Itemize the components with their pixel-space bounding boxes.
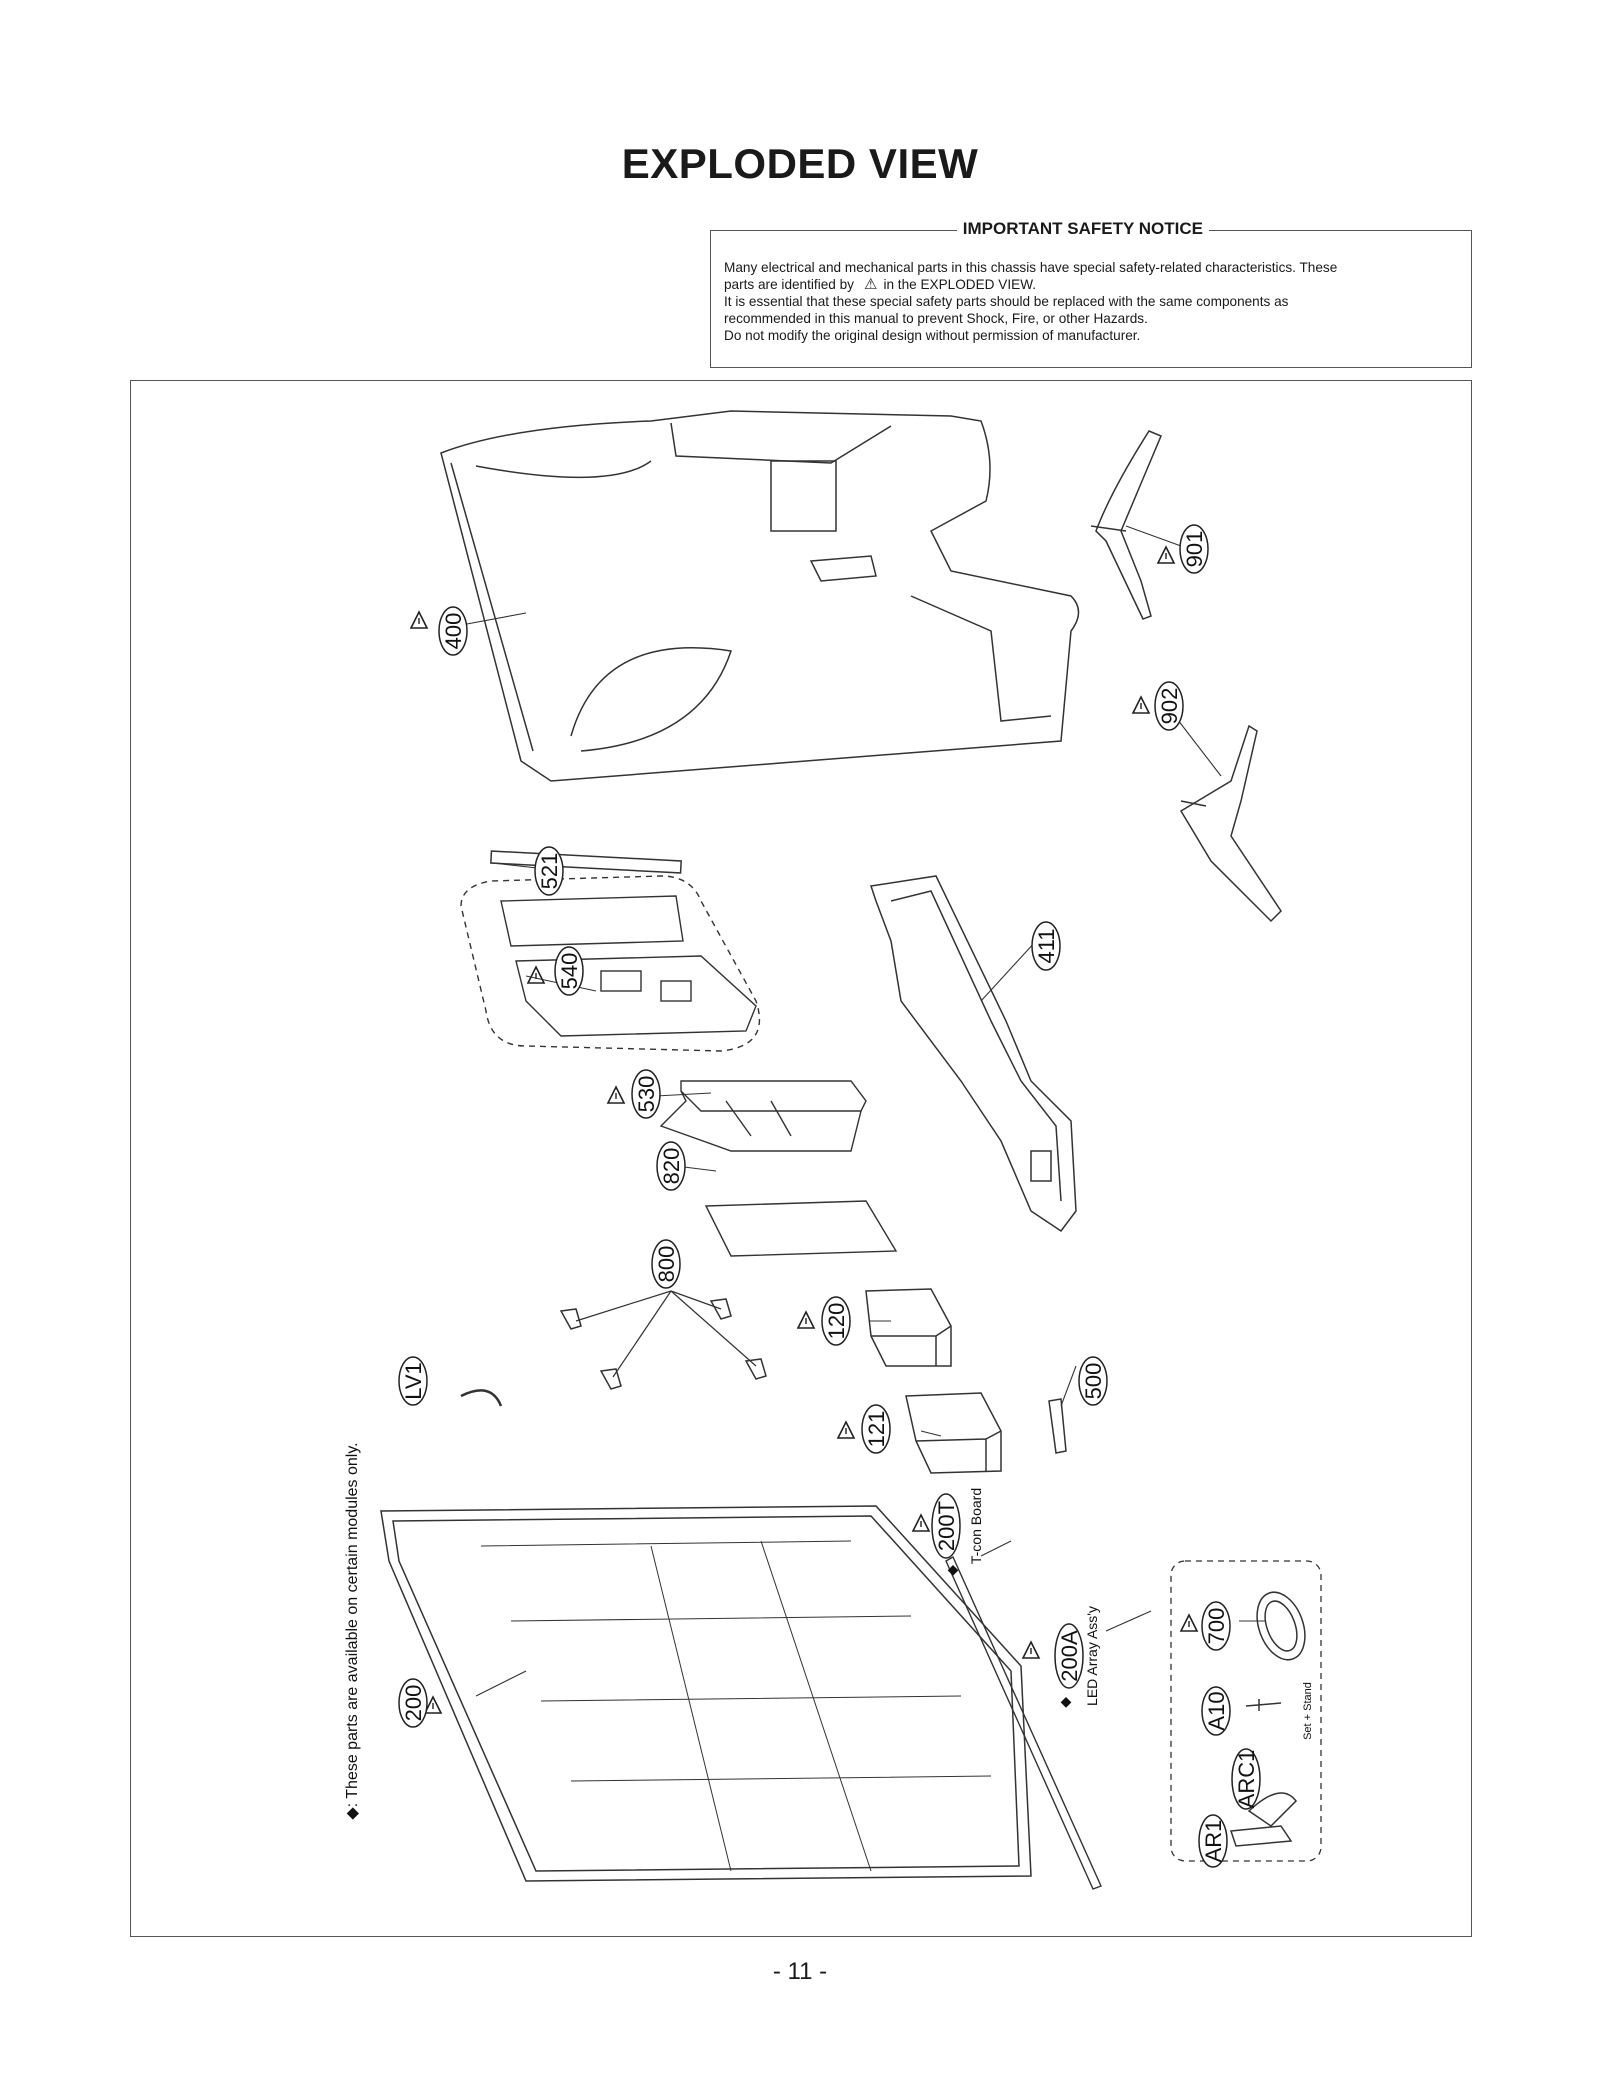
stand-part-902-drawing [1179, 724, 1282, 923]
svg-text:530: 530 [634, 1076, 659, 1113]
safety-warning-icon [410, 611, 428, 629]
part-label-800: 800 [651, 1239, 681, 1289]
safety-notice-box: IMPORTANT SAFETY NOTICE Many electrical … [710, 219, 1472, 368]
svg-text:902: 902 [1157, 688, 1182, 725]
svg-text:◆: These parts are available o: ◆: These parts are available on certain … [344, 1442, 361, 1819]
notice-line: Do not modify the original design withou… [724, 328, 1141, 343]
part-label-200a: 200A LED Array Ass'y ◆ [1022, 1606, 1100, 1709]
safety-warning-icon [1157, 546, 1175, 564]
safety-warning-icon [912, 1514, 930, 1532]
part-label-540: 540 [527, 946, 584, 996]
part-label-901: 901 [1157, 524, 1209, 574]
part-label-ar1: AR1 [1198, 1814, 1228, 1868]
svg-text:400: 400 [441, 613, 466, 650]
svg-text:200A: 200A [1057, 1630, 1082, 1682]
safety-warning-icon [797, 1311, 815, 1329]
part-label-500: 500 [1078, 1356, 1108, 1406]
svg-text:121: 121 [864, 1411, 889, 1448]
part-label-arc1: ARC1 [1231, 1748, 1261, 1810]
safety-warning-icon [607, 1086, 625, 1104]
svg-text:200: 200 [401, 1685, 426, 1722]
notice-line-part: parts are identified by [724, 277, 854, 292]
safety-warning-icon [837, 1421, 855, 1439]
cable-lv1-drawing [460, 1389, 503, 1407]
diamond-marker-icon: ◆ [948, 1561, 959, 1577]
diagram-footnote: ◆: These parts are available on certain … [344, 1442, 361, 1819]
accessory-box [1170, 1560, 1322, 1862]
svg-text:800: 800 [654, 1246, 679, 1283]
diamond-marker-icon: ◆ [1061, 1693, 1072, 1709]
stand-part-901-drawing [1090, 430, 1162, 620]
accessory-parts-drawing [1229, 1591, 1306, 1847]
brackets-800-drawing [559, 1298, 767, 1390]
footnote-text: : These parts are available on certain m… [344, 1442, 361, 1807]
speaker-121-drawing [905, 1392, 1002, 1474]
part-note: T-con Board [968, 1488, 984, 1564]
power-board-530-drawing [659, 1080, 867, 1152]
frame-411-drawing [870, 875, 1077, 1233]
part-label-lv1: LV1 [398, 1356, 428, 1406]
part-label-121: 121 [837, 1404, 891, 1454]
part-500-drawing [1048, 1398, 1067, 1454]
main-board-540-drawing [460, 875, 761, 1052]
svg-text:200T: 200T [934, 1501, 959, 1551]
svg-text:521: 521 [537, 853, 562, 890]
part-label-700: 700 [1180, 1601, 1231, 1651]
safety-warning-icon [1022, 1641, 1040, 1659]
safety-notice-body: Many electrical and mechanical parts in … [724, 259, 1460, 344]
svg-text:500: 500 [1081, 1363, 1106, 1400]
notice-line: It is essential that these special safet… [724, 294, 1289, 309]
sheet-820-drawing [704, 1200, 898, 1257]
part-label-200t: 200T T-con Board ◆ [912, 1488, 984, 1577]
speaker-120-drawing [865, 1288, 952, 1367]
svg-text:120: 120 [824, 1303, 849, 1340]
notice-line-part: in the EXPLODED VIEW. [883, 277, 1037, 292]
safety-notice-title: IMPORTANT SAFETY NOTICE [956, 219, 1209, 239]
diamond-marker-icon: ◆ [344, 1807, 361, 1820]
notice-line: parts are identified by ⚠ in the EXPLODED … [724, 276, 1460, 293]
part-note: LED Array Ass'y [1084, 1606, 1100, 1706]
svg-text:820: 820 [659, 1148, 684, 1185]
part-label-521: 521 [534, 846, 564, 896]
svg-text:LV1: LV1 [401, 1362, 426, 1400]
part-label-411: 411 [1031, 921, 1061, 971]
led-strip-200a-drawing [945, 1556, 1102, 1890]
svg-text:901: 901 [1182, 531, 1207, 568]
warning-triangle-icon: ⚠ [863, 276, 878, 293]
part-label-400: 400 [410, 606, 468, 656]
page-title: EXPLODED VIEW [621, 140, 979, 187]
svg-text:411: 411 [1034, 928, 1059, 963]
notice-line: Many electrical and mechanical parts in … [724, 260, 1338, 275]
safety-warning-icon [1180, 1614, 1198, 1632]
part-label-902: 902 [1132, 681, 1184, 731]
part-label-820: 820 [656, 1141, 686, 1191]
part-label-200: 200 [398, 1678, 442, 1728]
page-number: - 11 - [772, 1958, 828, 1985]
safety-warning-icon [1132, 696, 1150, 714]
part-label-120: 120 [797, 1296, 851, 1346]
diagram-drawing: 400 901 902 521 540 411 530 [344, 410, 1322, 1890]
exploded-view-diagram: 400 901 902 521 540 411 530 [130, 380, 1472, 1937]
svg-text:540: 540 [557, 953, 582, 990]
safety-warning-icon [527, 966, 545, 984]
svg-text:700: 700 [1204, 1608, 1229, 1645]
part-label-530: 530 [607, 1069, 661, 1119]
svg-text:ARC1: ARC1 [1234, 1750, 1259, 1809]
part-note: Set + Stand [1302, 1682, 1314, 1740]
back-cover-drawing [440, 410, 1080, 782]
panel-200-drawing [380, 1505, 1032, 1882]
part-label-a10: A10 Set + Stand [1201, 1682, 1314, 1740]
notice-line: recommended in this manual to prevent Sh… [724, 311, 1148, 326]
svg-text:A10: A10 [1204, 1691, 1229, 1730]
svg-text:AR1: AR1 [1201, 1820, 1226, 1863]
bracket-leader-lines [575, 1290, 757, 1378]
bracket-521-drawing [490, 850, 682, 874]
